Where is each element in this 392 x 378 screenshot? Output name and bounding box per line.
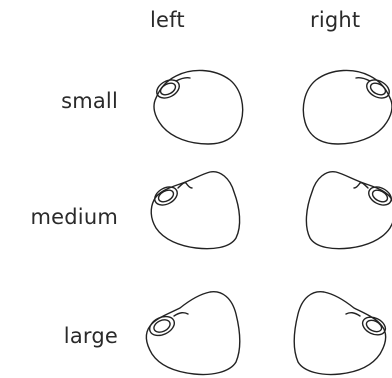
row-label-small: small xyxy=(61,91,118,112)
row-label-large: large xyxy=(64,326,118,347)
row-label-medium: medium xyxy=(30,207,118,228)
column-header-right: right xyxy=(310,10,360,31)
large-left-earpiece-icon xyxy=(140,286,246,378)
medium-left-earpiece-icon xyxy=(146,168,246,254)
medium-right-earpiece-icon xyxy=(300,168,392,254)
small-left-earpiece-icon xyxy=(146,66,246,148)
column-header-left: left xyxy=(150,10,185,31)
small-right-earpiece-icon xyxy=(300,66,392,148)
large-right-earpiece-icon xyxy=(294,286,392,378)
